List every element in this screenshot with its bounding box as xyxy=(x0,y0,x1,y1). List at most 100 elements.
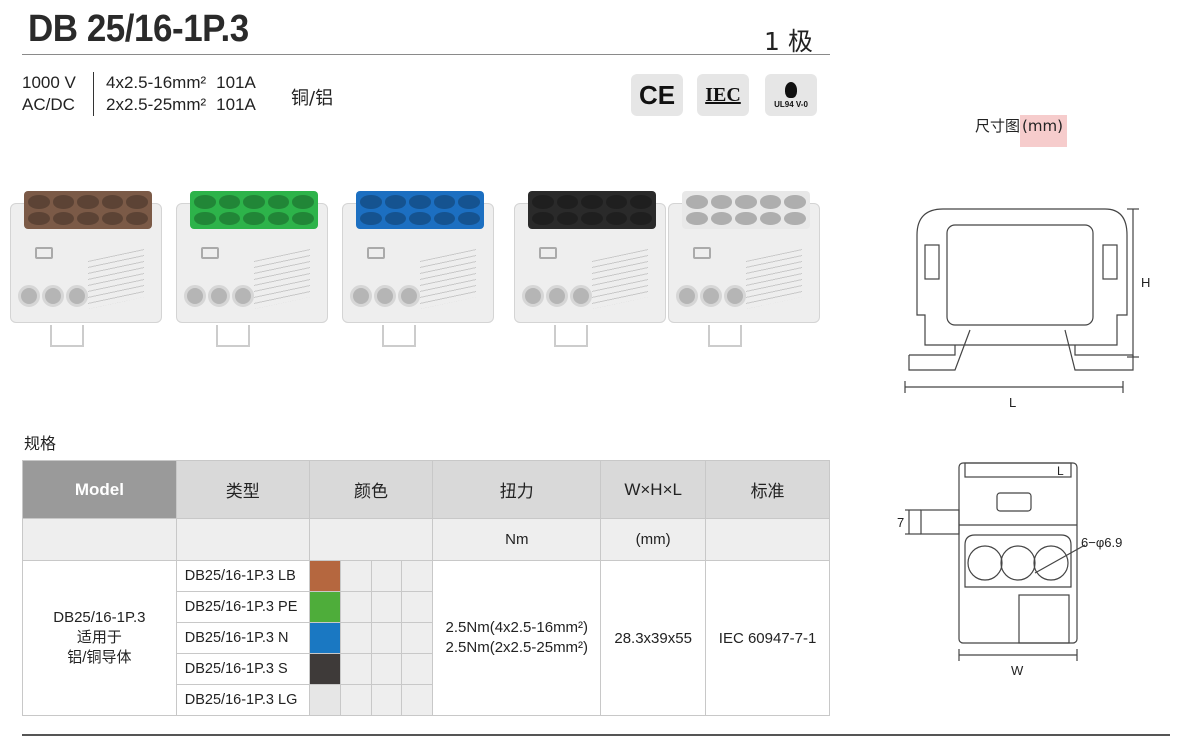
side-label-window xyxy=(946,224,1094,326)
table-unit-row: Nm (mm) xyxy=(22,518,830,561)
block-top-cover xyxy=(24,191,152,229)
product-block-lg xyxy=(668,185,820,350)
screw-icon xyxy=(384,211,407,225)
dim-label-w: W xyxy=(1011,663,1024,678)
screw-icon xyxy=(292,195,314,209)
header-size: W×H×L xyxy=(600,460,707,519)
block-holes xyxy=(522,285,592,307)
pole-count: 1 极 xyxy=(764,27,813,56)
front-stub xyxy=(920,509,960,535)
screw-icon xyxy=(28,195,50,209)
color-swatch-s xyxy=(308,653,341,685)
torque-line-2: 2.5Nm(2x2.5-25mm²) xyxy=(445,639,589,656)
header-type: 类型 xyxy=(175,460,310,519)
model-cell: DB25/16-1P.3 适用于 铝/铜导体 xyxy=(22,560,177,716)
screw-icon xyxy=(360,211,382,225)
screw-icon xyxy=(556,211,579,225)
table-row: DB25/16-1P.3 S xyxy=(23,653,830,685)
color-swatch-lb xyxy=(308,560,341,592)
product-photo-row xyxy=(10,185,840,355)
title-divider xyxy=(22,54,830,55)
screw-icon xyxy=(52,211,75,225)
screw-icon xyxy=(605,211,628,225)
block-din-foot xyxy=(50,325,84,347)
spec-section-label: 规格 xyxy=(24,434,57,453)
product-block-lb xyxy=(10,185,162,350)
screw-icon xyxy=(101,211,124,225)
screw-icon xyxy=(710,211,733,225)
screw-icon xyxy=(433,211,456,225)
dimension-unit: (mm) xyxy=(1020,115,1067,147)
front-window xyxy=(996,492,1032,512)
voltage-spec: 1000 V AC/DC xyxy=(22,72,76,116)
type-cell: DB25/16-1P.3 LG xyxy=(175,684,310,716)
screw-icon xyxy=(710,195,733,209)
ce-text: CE xyxy=(638,79,676,110)
header-model: Model xyxy=(22,460,177,519)
dim-label-holes: 6−φ6.9 xyxy=(1081,535,1122,550)
side-slot-right xyxy=(1102,244,1118,280)
bottom-divider xyxy=(22,734,1170,736)
standard-cell: IEC 60947-7-1 xyxy=(705,560,830,716)
type-cell: DB25/16-1P.3 N xyxy=(175,622,310,654)
table-row: DB25/16-1P.3 适用于 铝/铜导体 DB25/16-1P.3 LB 2… xyxy=(22,560,830,716)
dimension-title-text: 尺寸图 xyxy=(975,117,1021,135)
block-window xyxy=(693,247,711,259)
block-top-cover xyxy=(682,191,810,229)
dim-label-h: H xyxy=(1141,275,1150,290)
screw-icon xyxy=(532,211,554,225)
table-row: DB25/16-1P.3 LG xyxy=(23,684,830,716)
screw-icon xyxy=(458,211,480,225)
flame-icon xyxy=(785,81,797,98)
block-top-cover xyxy=(528,191,656,229)
block-din-foot xyxy=(382,325,416,347)
header-torque: 扭力 xyxy=(432,460,602,519)
block-top-cover xyxy=(190,191,318,229)
dim-label-7: 7 xyxy=(897,515,904,530)
screw-icon xyxy=(581,211,603,225)
screw-icon xyxy=(218,195,241,209)
conductor-2: 2x2.5-25mm² xyxy=(106,95,207,114)
table-header-row: Model 类型 颜色 扭力 W×H×L 标准 xyxy=(22,460,830,519)
screw-icon xyxy=(433,195,456,209)
front-din-rail xyxy=(1018,594,1070,644)
screw-icon xyxy=(267,195,290,209)
type-cell: DB25/16-1P.3 LB xyxy=(175,560,310,592)
torque-line-1: 2.5Nm(4x2.5-16mm²) xyxy=(445,619,589,636)
screw-icon xyxy=(759,195,782,209)
side-slot-left xyxy=(924,244,940,280)
screw-icon xyxy=(458,195,480,209)
dim-label-l-front: L xyxy=(1057,464,1064,478)
screw-icon xyxy=(384,195,407,209)
type-cell: DB25/16-1P.3 S xyxy=(175,653,310,685)
material: 铜/铝 xyxy=(291,88,334,109)
screw-icon xyxy=(126,211,148,225)
screw-icon xyxy=(77,211,99,225)
spec-divider xyxy=(93,72,94,116)
screw-icon xyxy=(409,211,431,225)
table-row: DB25/16-1P.3 N xyxy=(23,622,830,654)
block-din-foot xyxy=(708,325,742,347)
product-block-s xyxy=(514,185,666,350)
screw-icon xyxy=(77,195,99,209)
current-type: AC/DC xyxy=(22,95,75,114)
screw-icon xyxy=(605,195,628,209)
header-color: 颜色 xyxy=(308,460,434,519)
dim-label-l: L xyxy=(1009,395,1016,410)
block-holes xyxy=(350,285,420,307)
type-cell: DB25/16-1P.3 PE xyxy=(175,591,310,623)
screw-icon xyxy=(292,211,314,225)
product-block-pe xyxy=(176,185,328,350)
conductor-1: 4x2.5-16mm² xyxy=(106,73,207,92)
header-standard: 标准 xyxy=(705,460,830,519)
screw-icon xyxy=(735,195,757,209)
block-din-foot xyxy=(216,325,250,347)
screw-icon xyxy=(194,195,216,209)
screw-icon xyxy=(532,195,554,209)
screw-icon xyxy=(784,211,806,225)
screw-icon xyxy=(686,195,708,209)
side-din-clip-right xyxy=(1064,329,1134,371)
front-hole-1 xyxy=(967,545,1003,581)
model-name: DB25/16-1P.3 xyxy=(53,609,146,626)
color-swatch-lg xyxy=(308,684,341,716)
